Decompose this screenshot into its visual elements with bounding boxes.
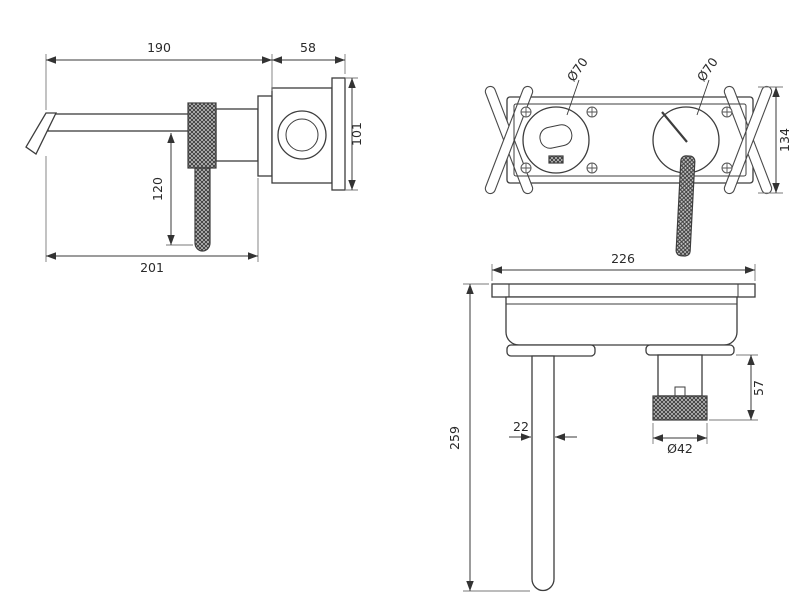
mounting-bracket-right [723,85,773,195]
spout-hole-slot [539,124,573,149]
front-view: 226 22 Ø42 57 259 [447,251,766,592]
plate-end-caps [508,284,739,297]
handle-lever-line [661,111,688,143]
handle-lever-back [675,155,696,257]
dim-label-190: 190 [147,40,171,55]
handle-knurl [652,395,708,421]
handle-lever-side [194,167,211,252]
dim-label-d70-left: Ø70 [564,55,591,85]
screw-icon [586,162,598,174]
screw-icon [721,162,733,174]
side-view: 190 58 101 120 201 [25,40,364,275]
dim-label-259: 259 [447,426,462,450]
spout-tube-front [531,355,555,592]
dim-label-120: 120 [150,177,165,201]
spout-hole [522,106,590,174]
leader-right-hole [696,79,710,116]
knurled-collar-side [187,102,217,169]
cartridge-outer [277,110,327,160]
dim-label-57: 57 [751,380,766,396]
dim-label-58: 58 [300,40,316,55]
screw-icon [721,106,733,118]
screw-icon [586,106,598,118]
handle-body [657,354,703,397]
inwall-body-rear [331,77,346,191]
spout-tip [25,112,58,155]
screw-icon [520,106,532,118]
wall-plate-top [491,283,756,298]
dim-label-22: 22 [513,419,529,434]
dim-label-226: 226 [611,251,635,266]
dim-label-201: 201 [140,260,164,275]
leader-left-hole [566,79,580,116]
wall-plate-side [257,95,273,177]
screw-icon [520,162,532,174]
spout-hole-connector [548,155,564,164]
dim-label-101: 101 [349,122,364,146]
spout-tube-side [47,113,197,132]
dim-label-d70-right: Ø70 [694,55,721,85]
handle-flange [645,344,735,356]
cartridge-inner [285,118,319,152]
valve-stem [215,108,259,162]
spout-flange [506,344,596,357]
back-view: Ø70 Ø70 134 [484,55,792,257]
dim-label-134: 134 [777,128,792,152]
dim-label-d42: Ø42 [667,441,693,456]
box-inner-outline [513,103,747,177]
